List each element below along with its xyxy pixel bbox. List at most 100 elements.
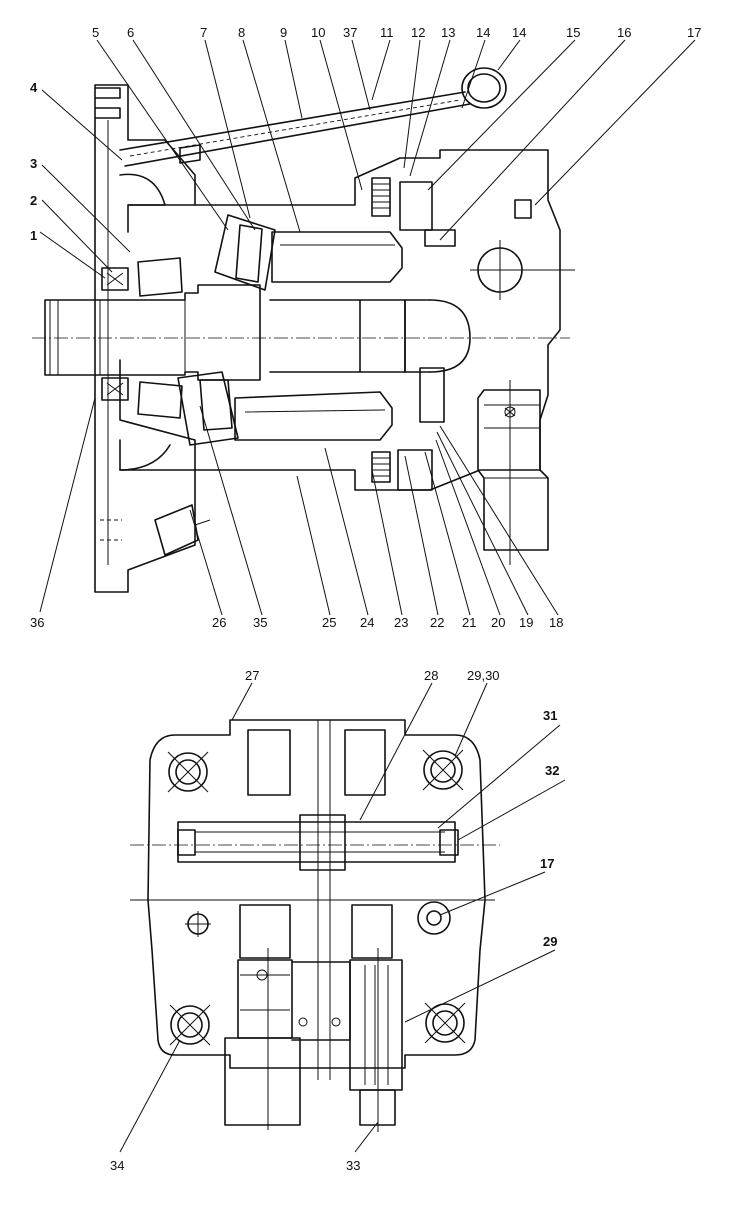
callout-20: 20 xyxy=(491,615,505,630)
drain-port xyxy=(194,519,211,526)
callout-26: 26 xyxy=(212,615,226,630)
piston-bores xyxy=(244,244,395,413)
callout-3: 3 xyxy=(30,156,37,171)
valve-body-left xyxy=(237,959,293,1039)
piston-ball-lower xyxy=(177,371,239,446)
callout-6: 6 xyxy=(127,25,134,40)
callout-5: 5 xyxy=(92,25,99,40)
solenoid-left xyxy=(224,1037,301,1126)
spool-center xyxy=(299,814,346,871)
leader-lines-top xyxy=(39,39,696,616)
callout-labels-top: 1 2 3 4 5 6 7 8 9 10 37 11 12 13 14 14 1… xyxy=(30,25,701,630)
callout-1: 1 xyxy=(30,228,37,243)
bolt-hole-bottom-left xyxy=(169,1004,211,1046)
valve-lines-left xyxy=(240,974,290,1011)
spring-upper xyxy=(371,177,391,217)
bottom-section-view xyxy=(119,682,566,1153)
valve-piece-lower xyxy=(397,449,433,491)
bearing-front-upper xyxy=(101,267,129,291)
callout-13: 13 xyxy=(441,25,455,40)
callout-35: 35 xyxy=(253,615,267,630)
center-pin-head xyxy=(429,299,471,373)
flange-bolt-hole xyxy=(100,519,122,541)
valve-spring-right xyxy=(364,965,389,1085)
callout-31: 31 xyxy=(543,708,557,723)
callout-22: 22 xyxy=(430,615,444,630)
callout-34: 34 xyxy=(110,1158,124,1173)
port-passage-left xyxy=(239,904,291,959)
valve-cap-right xyxy=(359,1089,396,1126)
piston-rod-joint-upper xyxy=(235,224,263,283)
callout-29: 29 xyxy=(543,934,557,949)
center-pin xyxy=(404,299,431,373)
callout-8: 8 xyxy=(238,25,245,40)
output-shaft xyxy=(44,284,261,381)
callout-24: 24 xyxy=(360,615,374,630)
callout-17-bottom: 17 xyxy=(540,856,554,871)
callout-27: 27 xyxy=(245,668,259,683)
callout-16: 16 xyxy=(617,25,631,40)
callout-36: 36 xyxy=(30,615,44,630)
spring-lower xyxy=(371,451,391,483)
cylinder-block-face xyxy=(359,299,406,373)
port-bore-left xyxy=(247,729,291,796)
callout-23: 23 xyxy=(394,615,408,630)
piston-ball-upper xyxy=(214,214,276,291)
lifting-eye-ring xyxy=(461,67,507,109)
callout-12: 12 xyxy=(411,25,425,40)
mounting-flange xyxy=(94,84,196,593)
end-cover-housing xyxy=(147,719,486,1069)
plug-17-hole xyxy=(417,901,451,935)
valve-plate-lower xyxy=(419,367,445,423)
relief-valve-cartridge xyxy=(477,389,549,551)
callout-14b: 14 xyxy=(512,25,526,40)
relief-plug xyxy=(424,229,456,247)
bolt-hole-top-left xyxy=(167,751,209,793)
spool-lines xyxy=(195,831,445,853)
valve-body-right xyxy=(349,959,403,1091)
callout-2: 2 xyxy=(30,193,37,208)
flange-boss-upper xyxy=(119,173,166,206)
top-section-view xyxy=(32,39,696,616)
callout-14a: 14 xyxy=(476,25,490,40)
port-bore-right xyxy=(344,729,386,796)
bearing-x-mark xyxy=(106,272,124,286)
callout-15: 15 xyxy=(566,25,580,40)
plug-17 xyxy=(514,199,532,219)
bolt-hole-top-right xyxy=(422,749,464,791)
callout-25: 25 xyxy=(322,615,336,630)
callout-4: 4 xyxy=(30,80,38,95)
bearing-front-lower xyxy=(101,377,129,401)
cylinder-block xyxy=(269,299,406,373)
tilt-tube xyxy=(119,91,471,167)
motor-housing xyxy=(194,149,561,491)
lifting-eye-ring-inner xyxy=(467,73,501,103)
callout-17: 17 xyxy=(687,25,701,40)
callout-11: 11 xyxy=(380,25,394,40)
leader-lines-bottom xyxy=(119,682,566,1153)
roller-bearing-upper xyxy=(137,257,183,297)
piston-lower xyxy=(234,391,393,441)
bolt-hole-bottom-right xyxy=(424,1002,466,1044)
valve-bridge xyxy=(291,961,351,1041)
callout-19: 19 xyxy=(519,615,533,630)
piston-upper xyxy=(271,231,403,283)
drain-plug xyxy=(154,504,199,556)
shaft-spline xyxy=(49,300,59,375)
callout-32: 32 xyxy=(545,763,559,778)
callout-29-30: 29,30 xyxy=(467,668,500,683)
callout-9: 9 xyxy=(280,25,287,40)
callout-33: 33 xyxy=(346,1158,360,1173)
bearing-x-mark-lower xyxy=(106,382,124,396)
callout-28: 28 xyxy=(424,668,438,683)
shuttle-spool-bore xyxy=(177,821,456,863)
callout-7: 7 xyxy=(200,25,207,40)
cartridge-lines xyxy=(484,404,548,479)
callout-18: 18 xyxy=(549,615,563,630)
callout-21: 21 xyxy=(462,615,476,630)
roller-bearing-lower xyxy=(137,381,183,419)
flange-lower-web xyxy=(119,359,196,471)
callout-37: 37 xyxy=(343,25,357,40)
